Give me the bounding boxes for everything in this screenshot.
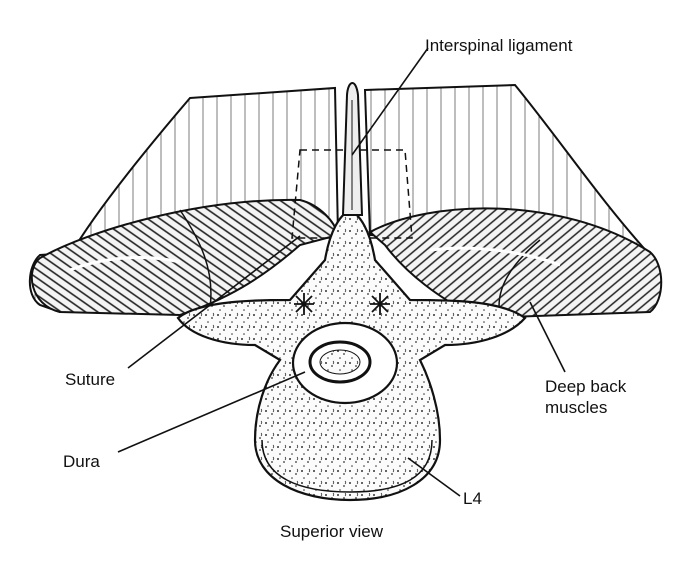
label-deep-back-muscles: Deep back muscles	[545, 376, 655, 418]
left-deep-back-muscle	[28, 86, 340, 317]
label-dura: Dura	[63, 452, 100, 471]
label-superior-view: Superior view	[280, 522, 383, 541]
leader-lines	[117, 47, 566, 497]
label-deep-back-line1: Deep back	[545, 377, 627, 396]
label-l4: L4	[463, 489, 482, 508]
leader-suture	[127, 235, 301, 369]
leader-interspinal	[351, 47, 429, 156]
spinous-process	[341, 82, 364, 216]
suture-knot-left	[294, 293, 314, 315]
dashed-outline	[291, 149, 413, 239]
dura	[291, 321, 399, 405]
right-deep-back-muscle	[363, 83, 663, 320]
label-interspinal-ligament: Interspinal ligament	[425, 36, 573, 55]
leader-l4	[407, 457, 461, 497]
leader-deep-back	[529, 301, 566, 373]
label-suture: Suture	[65, 370, 116, 389]
label-deep-back-line2: muscles	[545, 398, 608, 417]
suture-knot-right	[370, 293, 390, 315]
leader-dura	[117, 371, 306, 453]
